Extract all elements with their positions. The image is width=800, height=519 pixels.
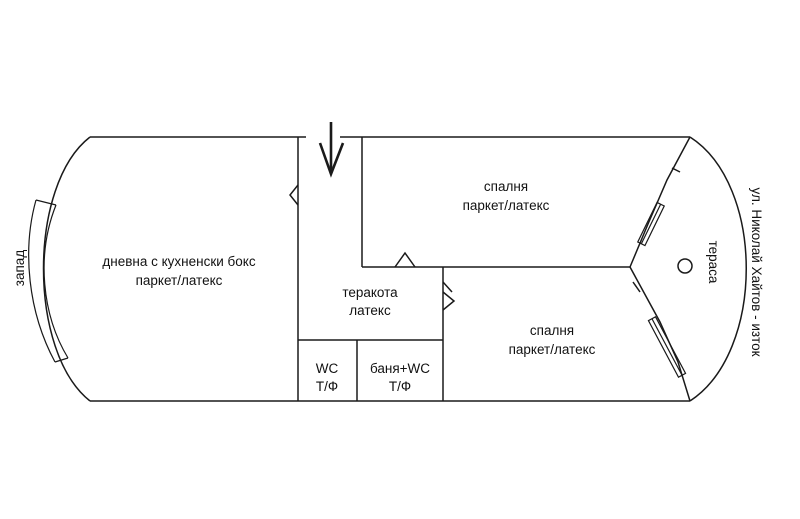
bath-floor: Т/Ф [389,379,411,394]
terrace-label: тераса [706,241,721,284]
hall-floor: латекс [349,303,391,318]
terrace-window-upper [636,201,666,247]
west-window-inner [43,204,69,359]
room-labels: дневна с кухненски бокс паркет/латекс те… [102,179,721,394]
terrace-drain [677,258,693,274]
entrance-arrow-icon [318,122,345,178]
interior-walls [289,137,630,401]
terrace-wall-upper [629,136,691,268]
orientation-labels: запад ул. Николай Хайтов - изток [12,187,764,356]
outer-wall-west-curve [42,136,91,402]
west-label: запад [12,250,27,287]
terrace-door-upper [671,167,681,173]
bedroom-top-floor: паркет/латекс [463,198,550,213]
west-window-cap-bottom [54,357,69,363]
west-window-outer [28,199,56,363]
door-hall [442,281,453,293]
living-room-floor: паркет/латекс [136,273,223,288]
terrace-walls [629,136,693,402]
terrace-window-lower-pane [651,318,683,376]
terrace-window-lower [647,316,687,378]
terrace-window-upper-pane [640,203,662,245]
west-window-cap-top [35,199,57,206]
hall-label: теракота [342,285,398,300]
east-street-label: ул. Николай Хайтов - изток [749,187,764,356]
door-bedroom-bottom [442,291,456,311]
door-living [289,184,299,206]
terrace-door-lower [632,281,641,293]
bedroom-top-label: спалня [484,179,528,194]
bath-label: баня+WC [370,361,430,376]
wc-floor: Т/Ф [316,379,338,394]
bedroom-bottom-floor: паркет/латекс [509,342,596,357]
entrance-arrow-head [318,142,345,178]
west-window [28,199,69,363]
wc-label: WC [316,361,339,376]
bedroom-bottom-label: спалня [530,323,574,338]
door-bedroom-top [394,251,416,268]
outer-wall-east-curve [689,136,747,402]
outer-walls [42,136,747,402]
living-room-label: дневна с кухненски бокс [102,254,255,269]
